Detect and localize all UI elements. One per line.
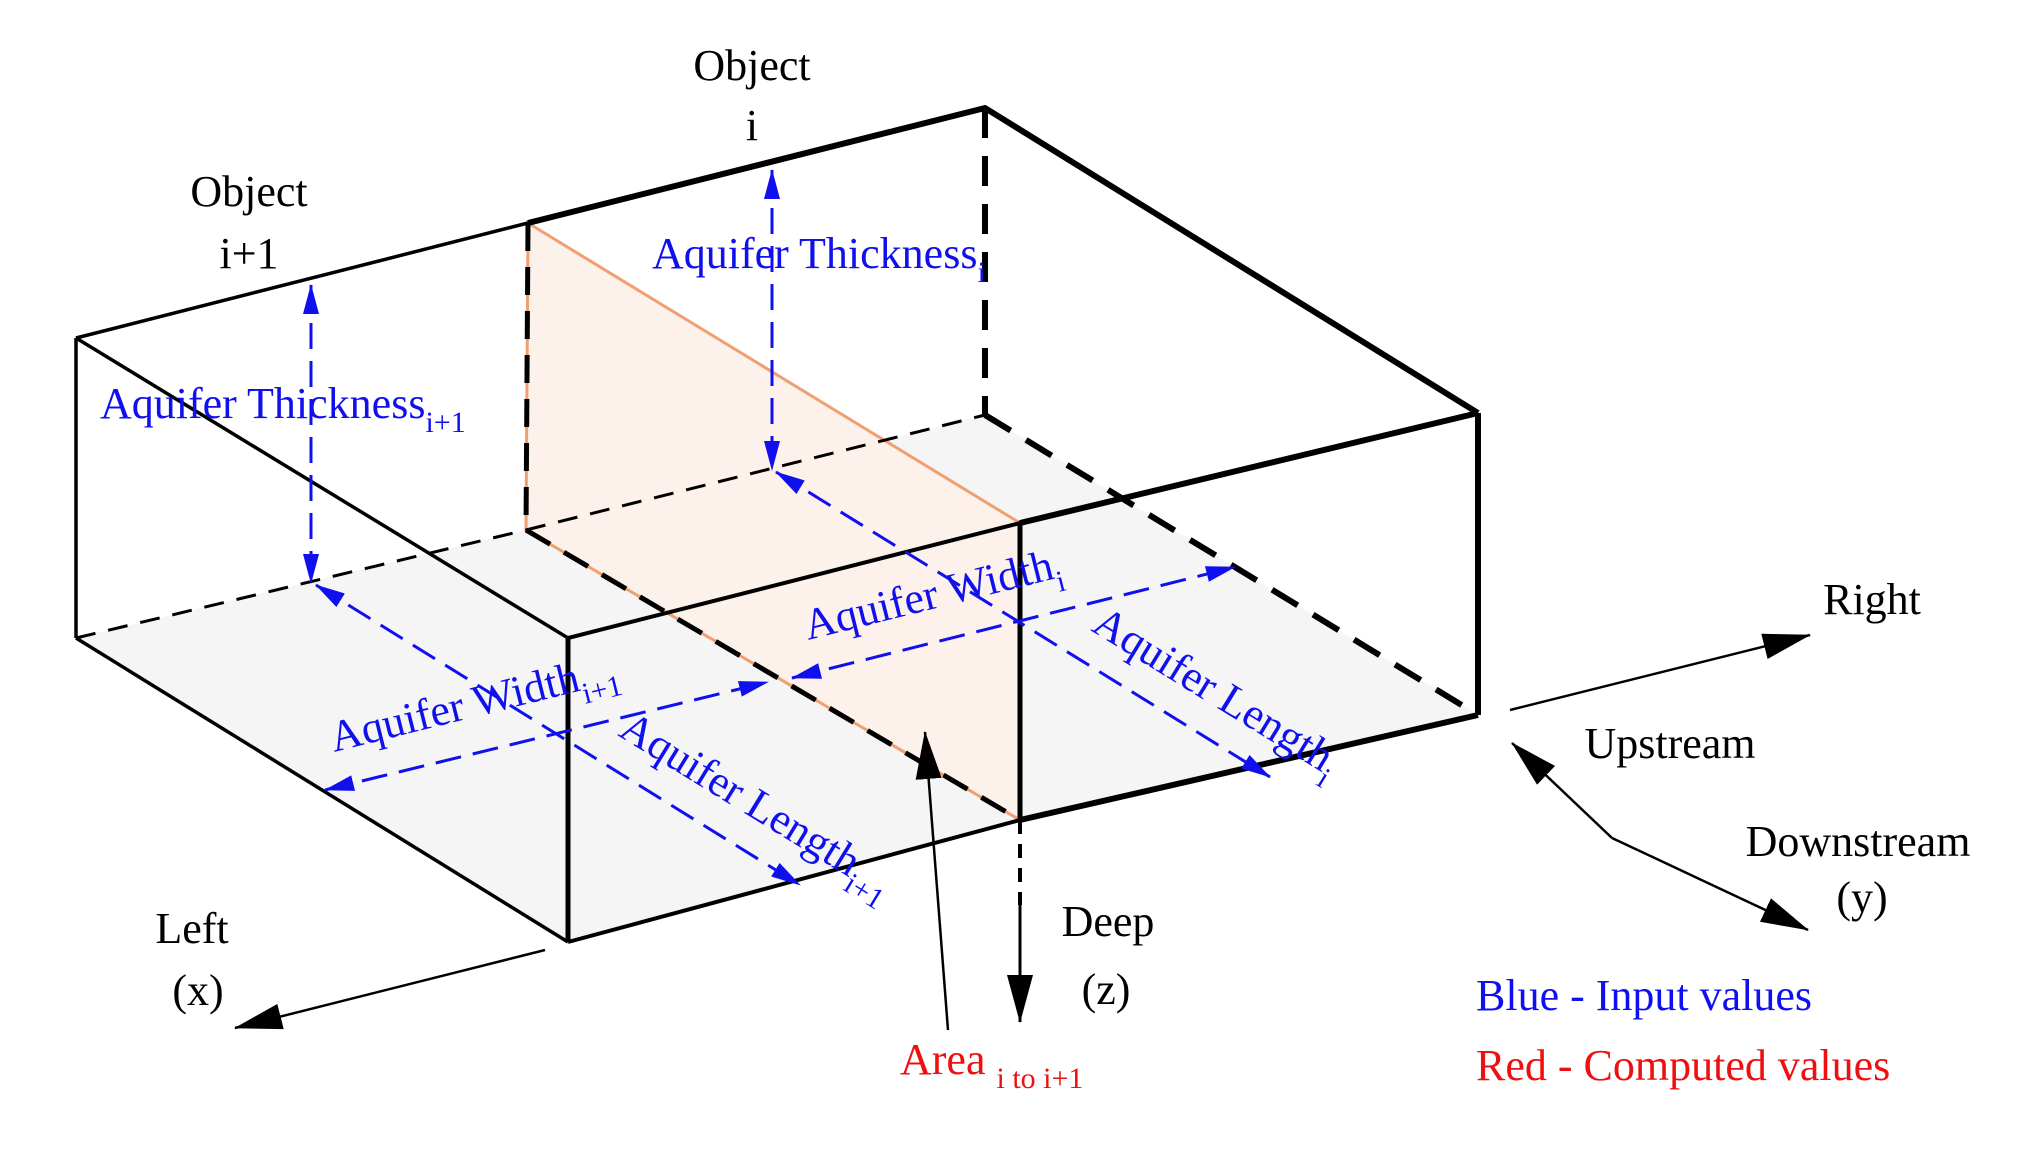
axis-left-label: Left (155, 904, 228, 953)
axis-right-arrow (1509, 633, 1811, 712)
object-i-index: i (746, 101, 758, 150)
object-i1-title: Object (190, 167, 307, 216)
legend-input: Blue - Input values (1476, 971, 1812, 1020)
axis-deep-label: Deep (1062, 897, 1155, 946)
axis-left-arrow (234, 948, 546, 1030)
legend-computed: Red - Computed values (1476, 1041, 1890, 1090)
input-dimension-arrows (303, 169, 1271, 887)
thickness-i-label: Aquifer Thicknessi (652, 229, 986, 289)
axis-upstream-arrow (1511, 742, 1613, 839)
length-i1-arrow (315, 583, 801, 887)
area-pointer-arrow (915, 731, 950, 1031)
axis-downstream-arrow (1611, 836, 1809, 932)
axis-y-label: (y) (1836, 873, 1887, 922)
axis-upstream-label: Upstream (1584, 719, 1755, 768)
object-i-title: Object (693, 41, 810, 90)
area-label: Area i to i+1 (900, 1035, 1083, 1095)
axis-x-label: (x) (172, 966, 223, 1015)
thickness-i1-label: Aquifer Thicknessi+1 (100, 379, 466, 439)
length-i-arrow (775, 470, 1271, 779)
axis-z-label: (z) (1082, 965, 1131, 1014)
object-i1-index: i+1 (219, 229, 278, 278)
axis-right-label: Right (1823, 575, 1921, 624)
axis-downstream-label: Downstream (1746, 817, 1971, 866)
